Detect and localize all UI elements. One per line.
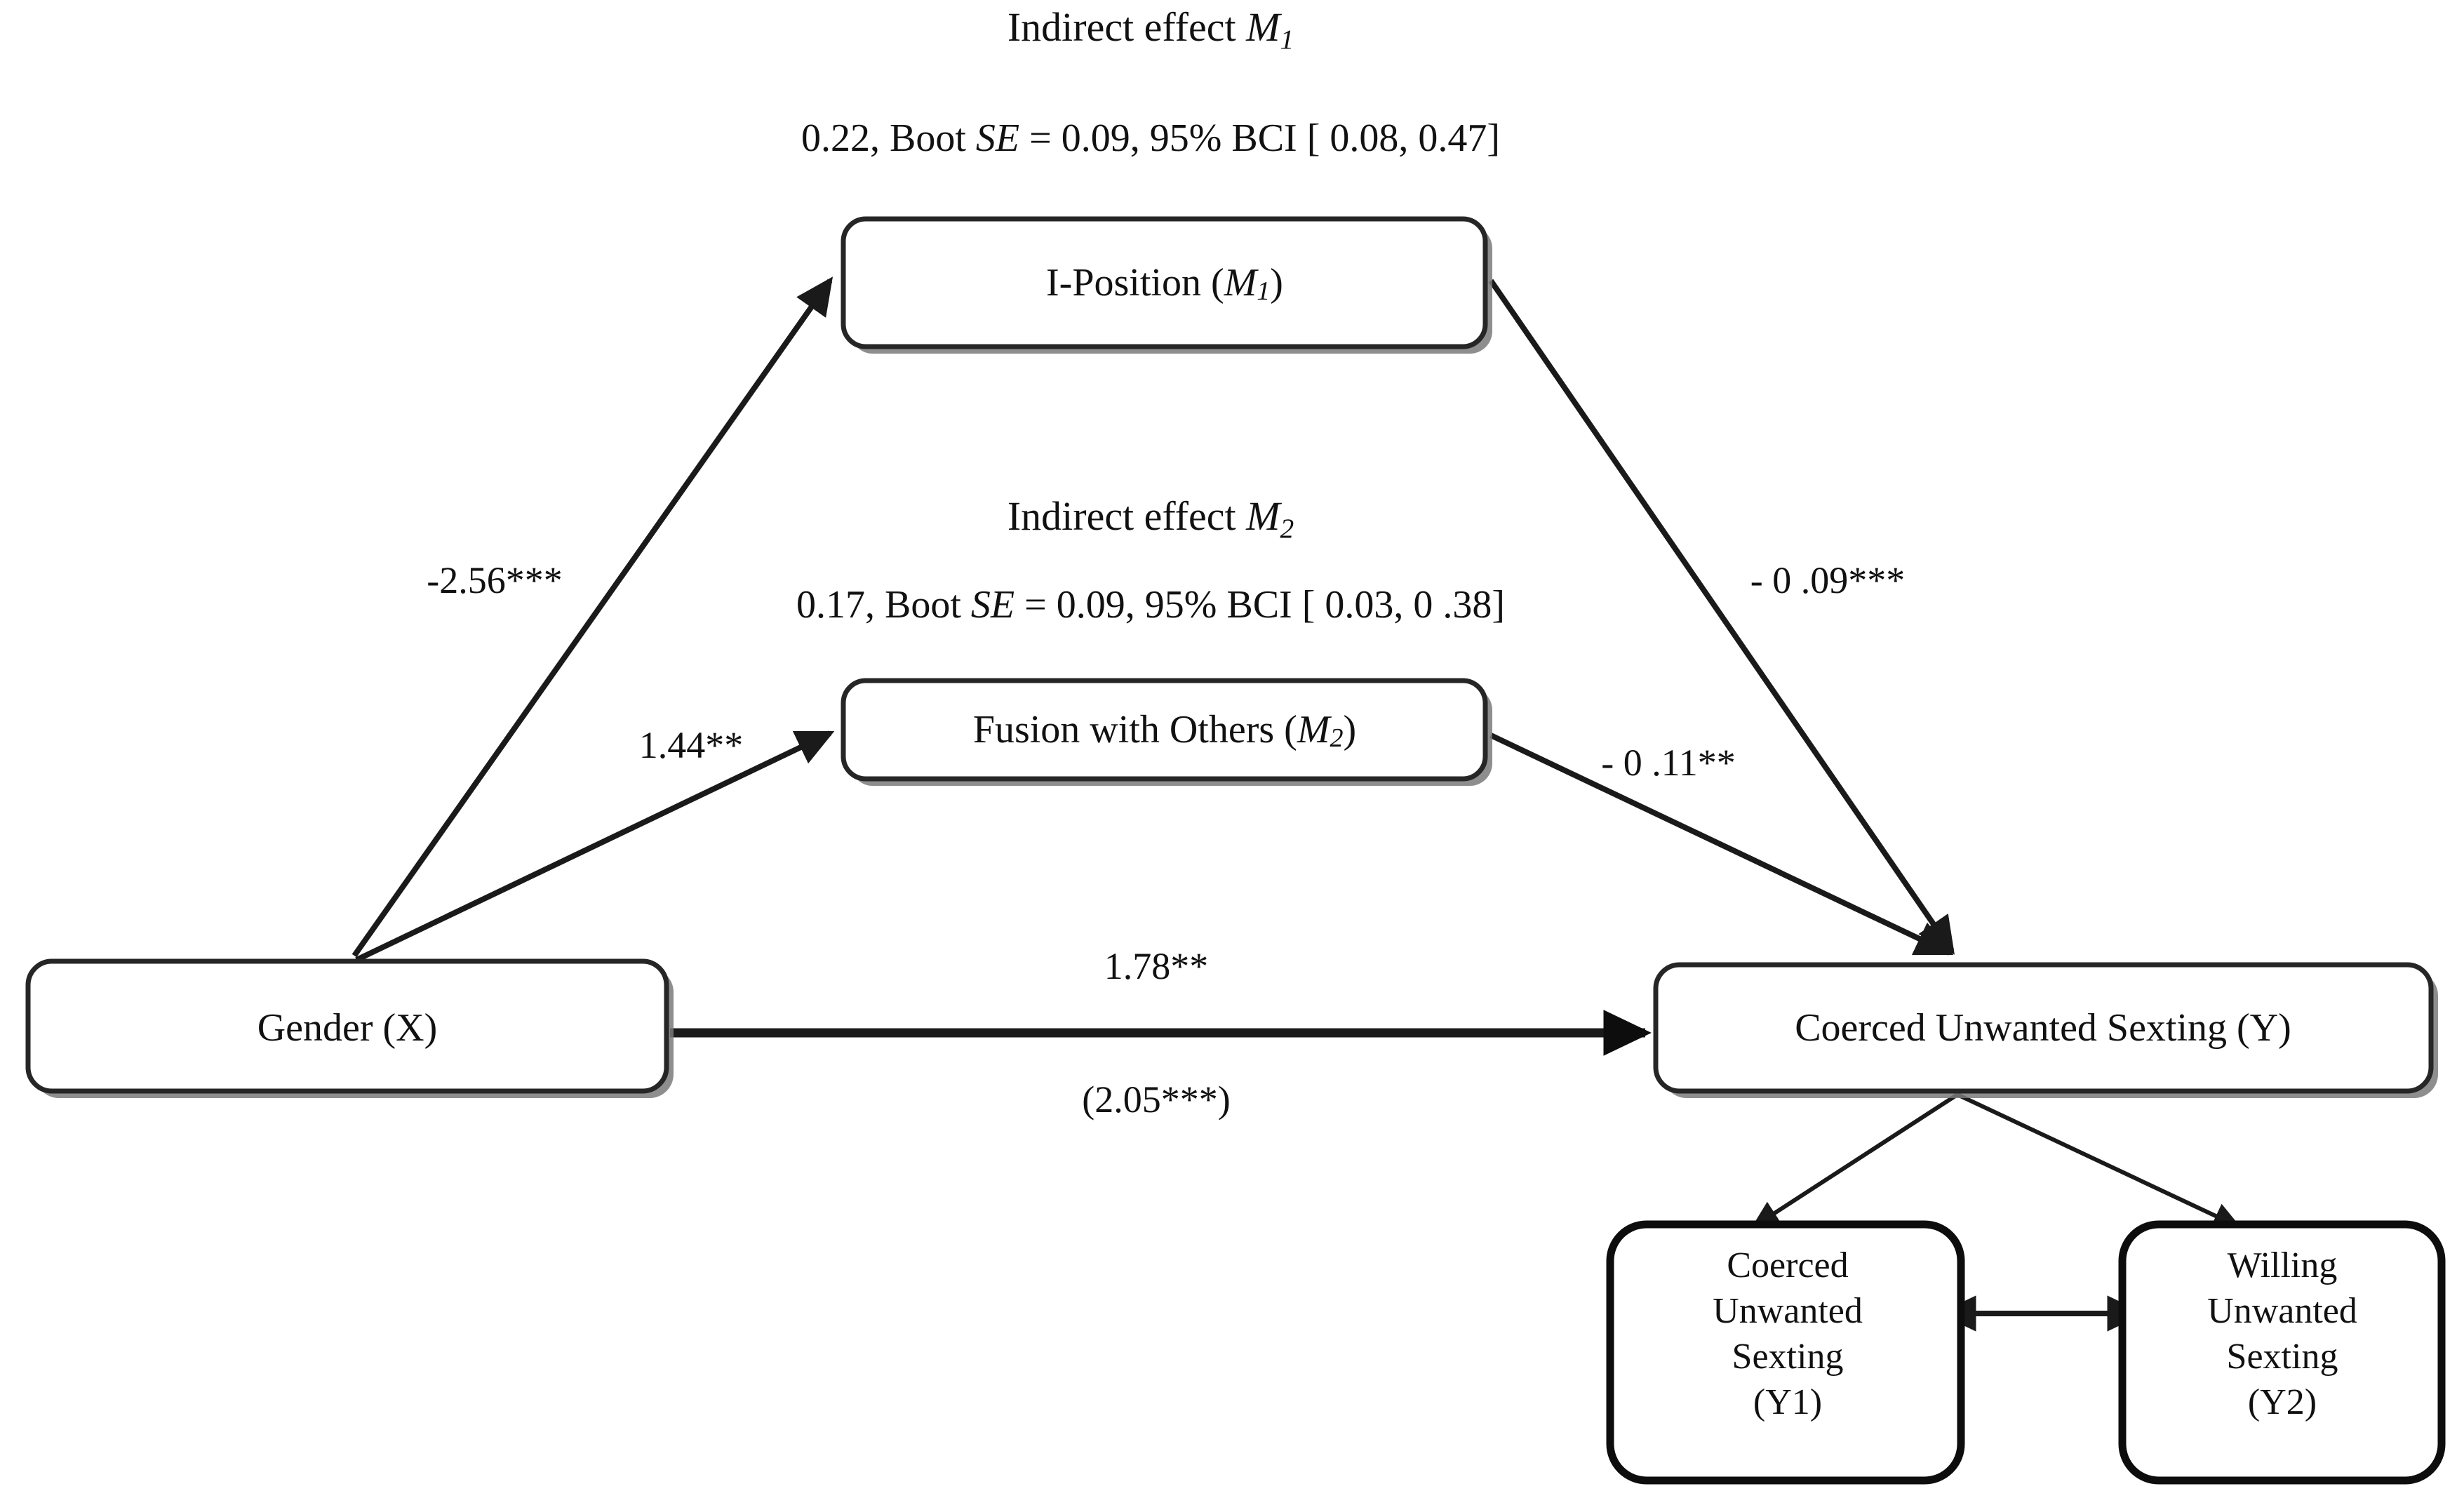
node-i-position-label: I-Position (M1): [1046, 261, 1283, 307]
path-label-x-to-y-total: (2.05***): [1082, 1078, 1230, 1121]
node-i-position-box: [841, 216, 1488, 349]
indirect-effect-m2-heading: Indirect effect M2: [1007, 493, 1294, 544]
node-willing-unwanted-sexting-y2-box: [2118, 1220, 2446, 1485]
node-y1-line-2: Unwanted: [1713, 1291, 1863, 1331]
node-gender-label: Gender (X): [257, 1006, 438, 1050]
path-label-m1-to-y: - 0 .09***: [1750, 559, 1905, 601]
node-coerced-unwanted-sexting-y-label: Coerced Unwanted Sexting (Y): [1795, 1006, 2291, 1050]
node-y2-line-1: Willing: [2228, 1245, 2338, 1285]
node-coerced-unwanted-sexting-y1[interactable]: Coerced Unwanted Sexting (Y1): [1606, 1220, 1965, 1485]
path-label-x-to-m1: -2.56***: [427, 559, 562, 601]
node-willing-unwanted-sexting-y2[interactable]: Willing Unwanted Sexting (Y2): [2118, 1220, 2446, 1485]
node-y2-line-2: Unwanted: [2207, 1291, 2357, 1331]
node-y1-line-4: (Y1): [1753, 1382, 1822, 1422]
node-coerced-unwanted-sexting-y[interactable]: Coerced Unwanted Sexting (Y): [1653, 962, 2438, 1098]
node-y1-line-3: Sexting: [1732, 1337, 1844, 1377]
node-fusion-with-others-box: [841, 678, 1488, 782]
node-fusion-with-others[interactable]: Fusion with Others (M2): [841, 678, 1492, 786]
node-y1-line-1: Coerced: [1727, 1245, 1848, 1285]
path-x-to-m1: [351, 276, 833, 958]
path-m1-to-y: [1488, 279, 1955, 955]
indirect-effect-m1-heading: Indirect effect M1: [1007, 4, 1294, 55]
node-y2-line-4: (Y2): [2248, 1382, 2317, 1422]
path-y-to-y2: [1956, 1092, 2242, 1229]
node-coerced-unwanted-sexting-y1-box: [1606, 1220, 1965, 1485]
node-y2-line-3: Sexting: [2227, 1337, 2338, 1377]
indirect-effect-m2-stat: 0.17, Boot SE = 0.09, 95% BCI [ 0.03, 0 …: [796, 583, 1505, 627]
path-label-x-to-y-direct: 1.78**: [1104, 945, 1209, 987]
path-m2-to-y: [1489, 733, 1954, 956]
node-gender[interactable]: Gender (X): [25, 958, 674, 1098]
path-label-x-to-m2: 1.44**: [639, 724, 744, 766]
node-fusion-with-others-label: Fusion with Others (M2): [973, 708, 1356, 754]
node-gender-box: [25, 958, 669, 1094]
path-y-to-y1: [1750, 1092, 1959, 1229]
node-i-position[interactable]: I-Position (M1): [841, 216, 1492, 354]
path-x-to-m2: [355, 730, 835, 963]
path-label-m2-to-y: - 0 .11**: [1601, 742, 1735, 784]
indirect-effect-m1-stat: 0.22, Boot SE = 0.09, 95% BCI [ 0.08, 0.…: [801, 116, 1500, 160]
node-coerced-unwanted-sexting-y-box: [1653, 962, 2434, 1094]
